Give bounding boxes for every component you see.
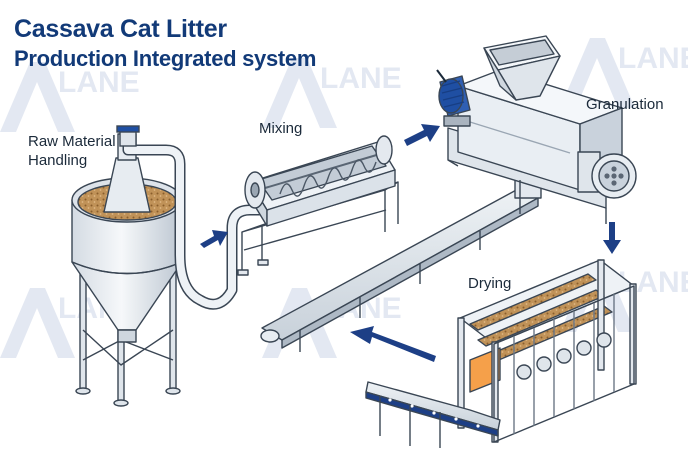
raw-material-tank xyxy=(71,133,183,407)
granulator-machine xyxy=(436,35,637,224)
title-line-2: Production Integrated system xyxy=(14,46,317,71)
svg-text:LANE: LANE xyxy=(320,62,402,95)
title-line-1: Cassava Cat Litter xyxy=(14,15,227,43)
drying-oven xyxy=(365,259,637,448)
flow-arrow-granulator-to-dryer xyxy=(603,222,621,254)
flow-arrow-dryer-to-conveyor xyxy=(350,326,436,362)
label-drying: Drying xyxy=(468,275,512,292)
label-raw-material-line-2: Handling xyxy=(28,152,88,169)
transfer-pipe xyxy=(122,134,268,310)
label-raw-material-line-1: Raw Material xyxy=(28,133,116,150)
flow-arrow-mixer-to-granulator xyxy=(404,124,440,146)
label-raw-material-handling: Raw Material Handling xyxy=(28,132,116,170)
label-mixing: Mixing xyxy=(259,120,303,137)
flow-arrow-tank-to-mixer xyxy=(200,230,228,248)
diagram-title: Cassava Cat Litter Production Integrated… xyxy=(14,16,316,72)
svg-text:LANE: LANE xyxy=(618,42,688,75)
tank-feed-cap xyxy=(116,125,140,147)
mixer-machine xyxy=(237,135,399,276)
svg-text:LANE: LANE xyxy=(58,66,140,99)
label-granulation: Granulation xyxy=(586,96,664,113)
